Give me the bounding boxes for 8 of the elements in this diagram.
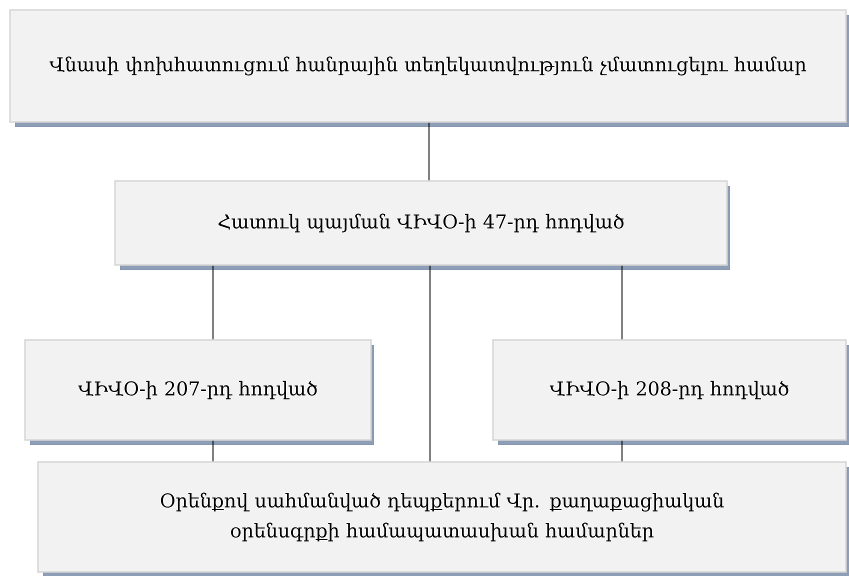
text-box: ՎԻՎՕ-ի 208-րդ հոդված bbox=[492, 339, 849, 445]
connector-line bbox=[212, 440, 214, 462]
text-box: Հատուկ պայման ՎԻՎՕ-ի 47-րդ հոդված bbox=[114, 180, 730, 270]
connector-line bbox=[212, 265, 214, 340]
text-box: ՎԻՎՕ-ի 207-րդ հոդված bbox=[24, 339, 374, 445]
text-box: Օրենքով սահմանված դեպքերում Վր. քաղաքացիական օրենսգրքի համապատասխան համարներ bbox=[37, 461, 849, 576]
connector-line bbox=[428, 122, 430, 181]
text-box: Վնասի փոխհատուցում հանրային տեղեկատվություն չմատուցելու համար bbox=[9, 9, 849, 127]
